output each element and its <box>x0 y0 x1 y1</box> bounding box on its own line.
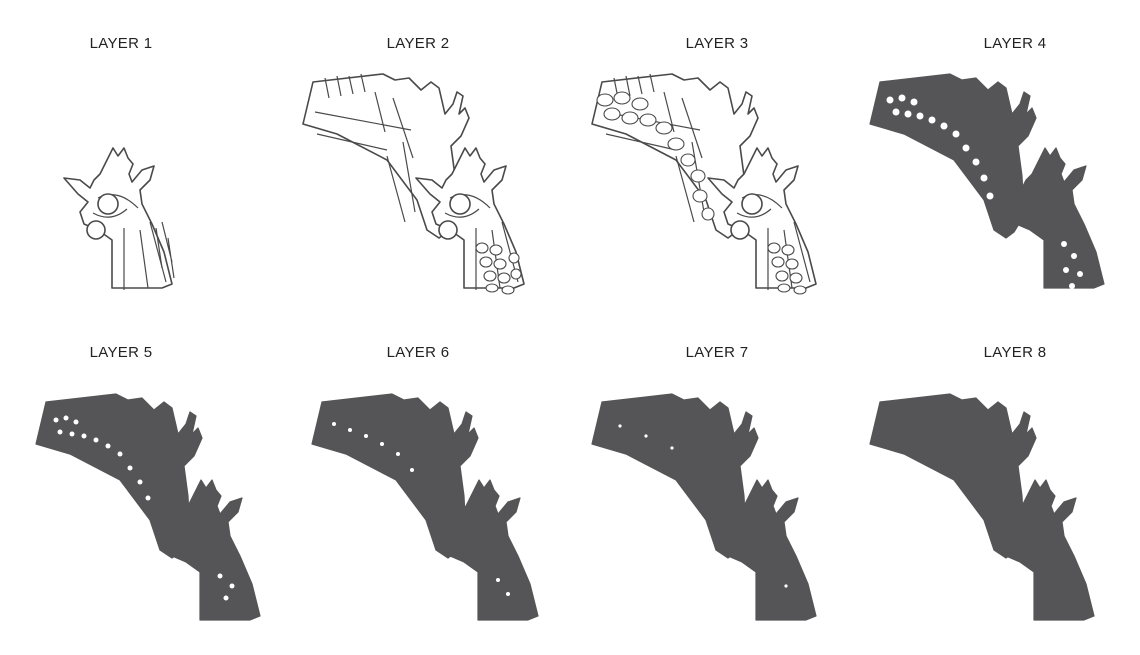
layer-1-artwork <box>63 147 175 291</box>
layer-5-label: LAYER 5 <box>89 344 153 361</box>
layer-7-label: LAYER 7 <box>685 344 749 361</box>
layer-1-label: LAYER 1 <box>89 35 153 52</box>
layer-2-artwork <box>302 73 525 295</box>
layer-4-label: LAYER 4 <box>983 35 1047 52</box>
layer-6-artwork <box>311 393 539 621</box>
layer-2-label: LAYER 2 <box>386 35 450 52</box>
layer-5-artwork <box>35 393 261 621</box>
layer-8-artwork <box>869 393 1095 621</box>
layer-4-artwork <box>869 73 1105 289</box>
layer-3-label: LAYER 3 <box>685 35 749 52</box>
layer-7-artwork <box>591 393 817 621</box>
layer-8-label: LAYER 8 <box>983 344 1047 361</box>
layer-6-label: LAYER 6 <box>386 344 450 361</box>
layer-3-artwork <box>591 73 817 295</box>
